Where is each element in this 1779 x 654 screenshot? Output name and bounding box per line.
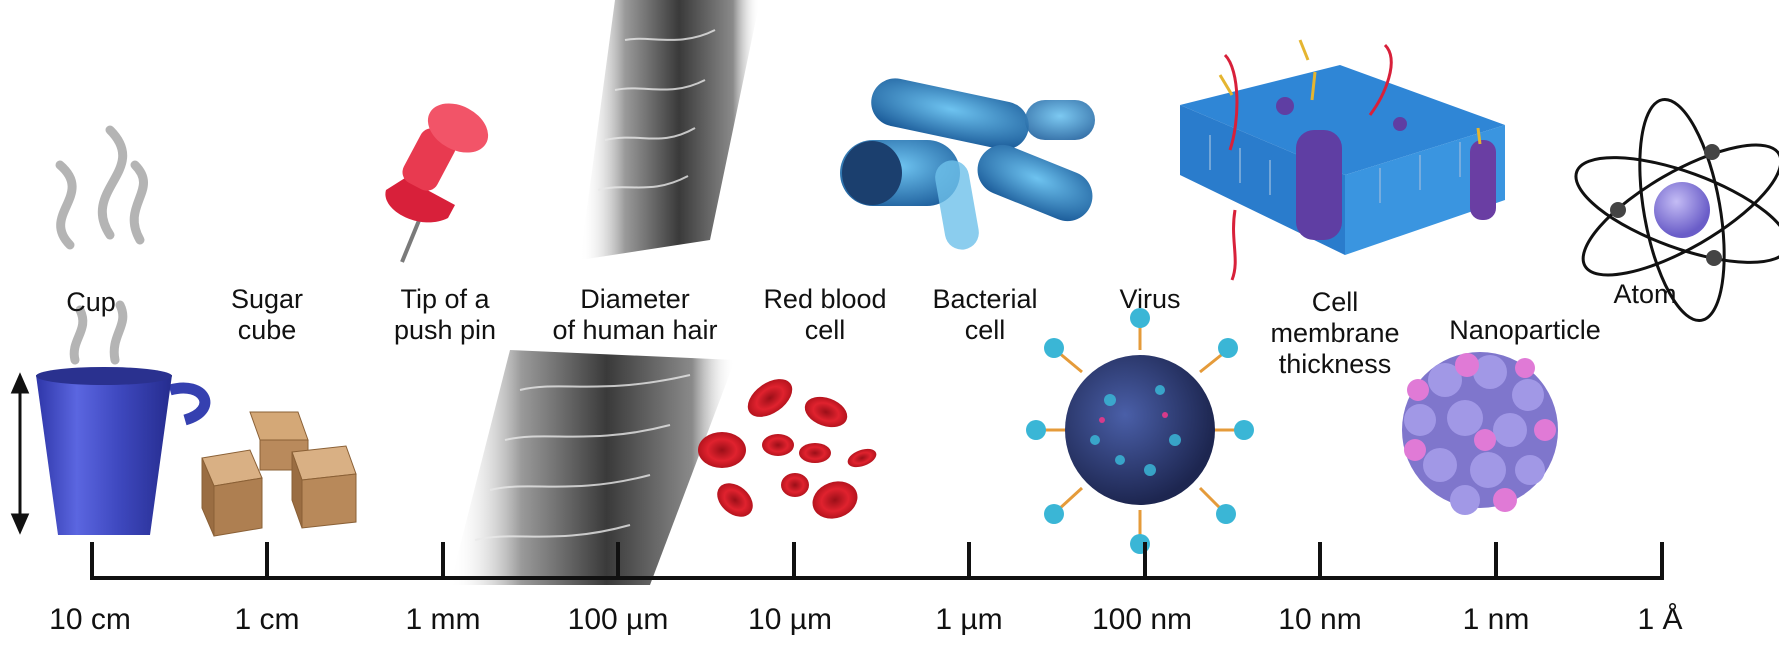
bacteria-icon [840, 78, 1095, 250]
virus-icon [1026, 308, 1254, 554]
label-human-hair: Diameter of human hair [552, 284, 718, 345]
tick-label: 1 mm [405, 603, 481, 636]
tick-label: 1 nm [1462, 603, 1530, 636]
cell-membrane-icon [1180, 39, 1505, 281]
label-virus: Virus [1119, 284, 1181, 314]
label-push-pin: Tip of a push pin [393, 284, 497, 345]
tick-label: 1 Å [1637, 603, 1683, 636]
label-sugar-cube: Sugar cube [230, 284, 304, 345]
tick-label: 100 nm [1091, 603, 1193, 636]
tick-label: 10 cm [49, 603, 131, 636]
atom-icon [1574, 98, 1779, 322]
scale-axis [90, 542, 1664, 580]
tick-label: 1 cm [234, 603, 300, 636]
label-bacterial-cell: Bacterial cell [932, 284, 1038, 345]
push-pin-icon [385, 103, 489, 263]
tick-label: 10 µm [748, 603, 832, 636]
tick-label: 100 µm [567, 603, 669, 636]
cup-icon [36, 367, 211, 535]
label-nanoparticle: Nanoparticle [1449, 315, 1601, 345]
red-blood-cell-icon [698, 379, 877, 519]
height-arrow-icon [10, 372, 30, 535]
steam-icon [55, 125, 148, 365]
nanoparticle-icon [1402, 352, 1558, 515]
label-cell-membrane: Cell membrane thickness [1270, 287, 1400, 379]
label-red-blood-cell: Red blood cell [763, 284, 887, 345]
label-atom: Atom [1613, 279, 1677, 309]
sugar-cube-icon [201, 411, 357, 537]
human-hair-icon [450, 0, 760, 585]
tick-label: 10 nm [1278, 603, 1362, 636]
label-cup: Cup [66, 287, 116, 317]
tick-label: 1 µm [935, 603, 1003, 636]
